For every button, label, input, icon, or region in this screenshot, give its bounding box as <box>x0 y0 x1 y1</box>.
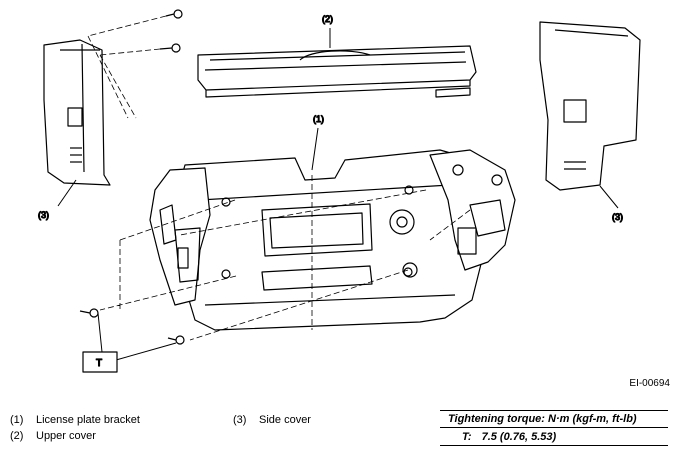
torque-symbol: T: <box>462 431 472 443</box>
torque-spec-table: Tightening torque: N·m (kgf-m, ft-lb) T:… <box>440 410 668 446</box>
torque-value: 7.5 (0.76, 5.53) <box>481 431 557 443</box>
license-plate-bracket-part <box>99 127 516 341</box>
svg-text:T: T <box>96 358 102 369</box>
callout-left-side-cover: (3) <box>38 210 49 220</box>
callout-right-side-cover: (3) <box>612 212 623 222</box>
exploded-view-diagram: (2) (3) (3) <box>37 9 641 373</box>
torque-symbol-box: T <box>82 351 118 373</box>
legend-item: (2)Upper cover <box>10 430 96 442</box>
callout-upper-cover: (2) <box>322 14 333 24</box>
right-side-cover-part <box>539 21 641 209</box>
legend-column-2: (3)Side cover <box>233 412 311 428</box>
upper-cover-part <box>197 28 477 98</box>
torque-value-row: T: 7.5 (0.76, 5.53) <box>440 428 668 446</box>
figure-id: EI-00694 <box>629 378 670 389</box>
left-side-cover-part <box>43 9 183 207</box>
legend-column-1: (1)License plate bracket (2)Upper cover <box>10 412 140 444</box>
callout-license-plate-bracket: (1) <box>313 114 324 124</box>
torque-header: Tightening torque: N·m (kgf-m, ft-lb) <box>440 410 668 428</box>
mounting-bolts <box>79 308 185 361</box>
legend-item: (1)License plate bracket <box>10 414 140 426</box>
legend-item: (3)Side cover <box>233 414 311 426</box>
